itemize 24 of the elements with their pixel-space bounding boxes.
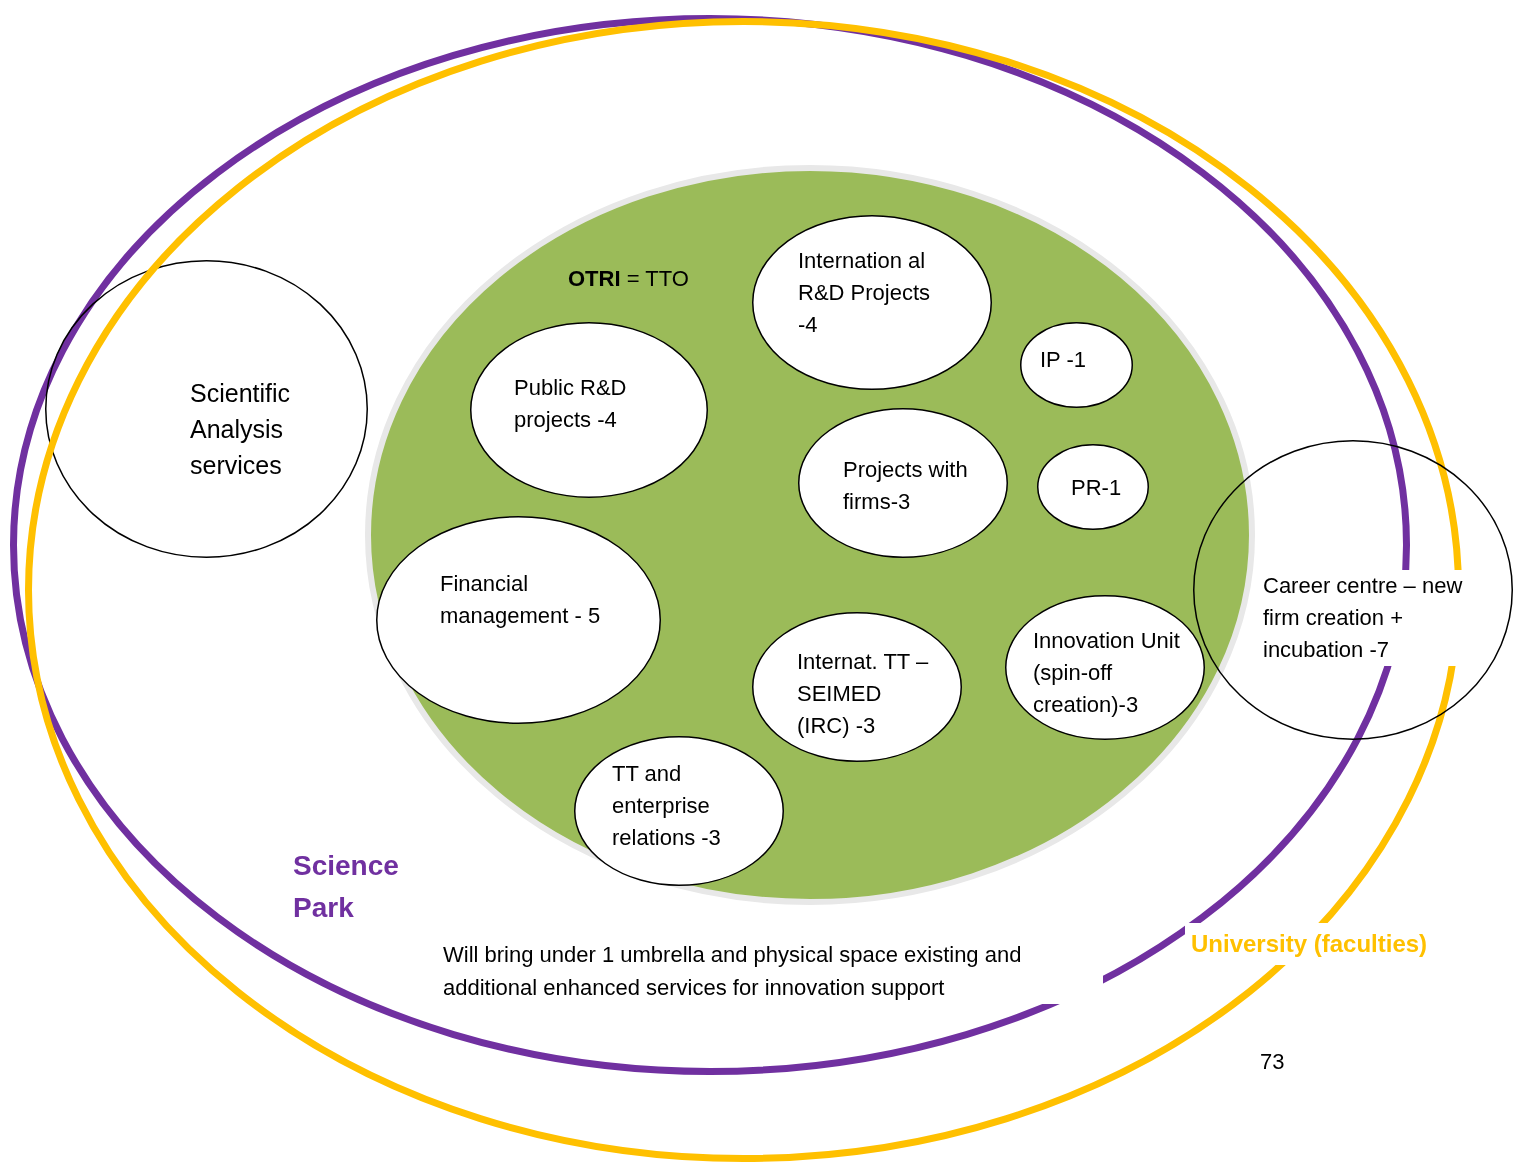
node-label: Financial management - 5 (440, 570, 602, 630)
node-label: Science Park (293, 849, 400, 925)
node-label: Innovation Unit (spin-off creation)-3 (1033, 627, 1181, 719)
circle-node (752, 215, 992, 390)
node-label: OTRI = TTO (568, 265, 690, 293)
circle-node (1193, 440, 1513, 740)
node-label: Scientific Analysis services (190, 378, 292, 481)
node-label: Internat. TT –SEIMED (IRC) -3 (797, 648, 930, 740)
circle-node (376, 516, 661, 724)
circle-node (574, 736, 784, 886)
circle-node (1037, 444, 1149, 530)
circle-node (45, 260, 368, 558)
circle-node (752, 612, 962, 762)
node-label: Public R&D projects -4 (514, 374, 628, 434)
node-label: IP -1 (1040, 346, 1088, 374)
node-label: PR-1 (1071, 474, 1123, 502)
node-label: Projects with firms-3 (843, 456, 969, 516)
page-number: 73 (1260, 1048, 1286, 1076)
node-label: TT and enterprise relations -3 (612, 760, 722, 852)
node-label: Internation al R&D Projects -4 (798, 247, 932, 339)
circle-node (1005, 595, 1205, 740)
circle-node (1020, 322, 1133, 408)
circle-node (470, 322, 708, 498)
circle-node (798, 408, 1008, 558)
